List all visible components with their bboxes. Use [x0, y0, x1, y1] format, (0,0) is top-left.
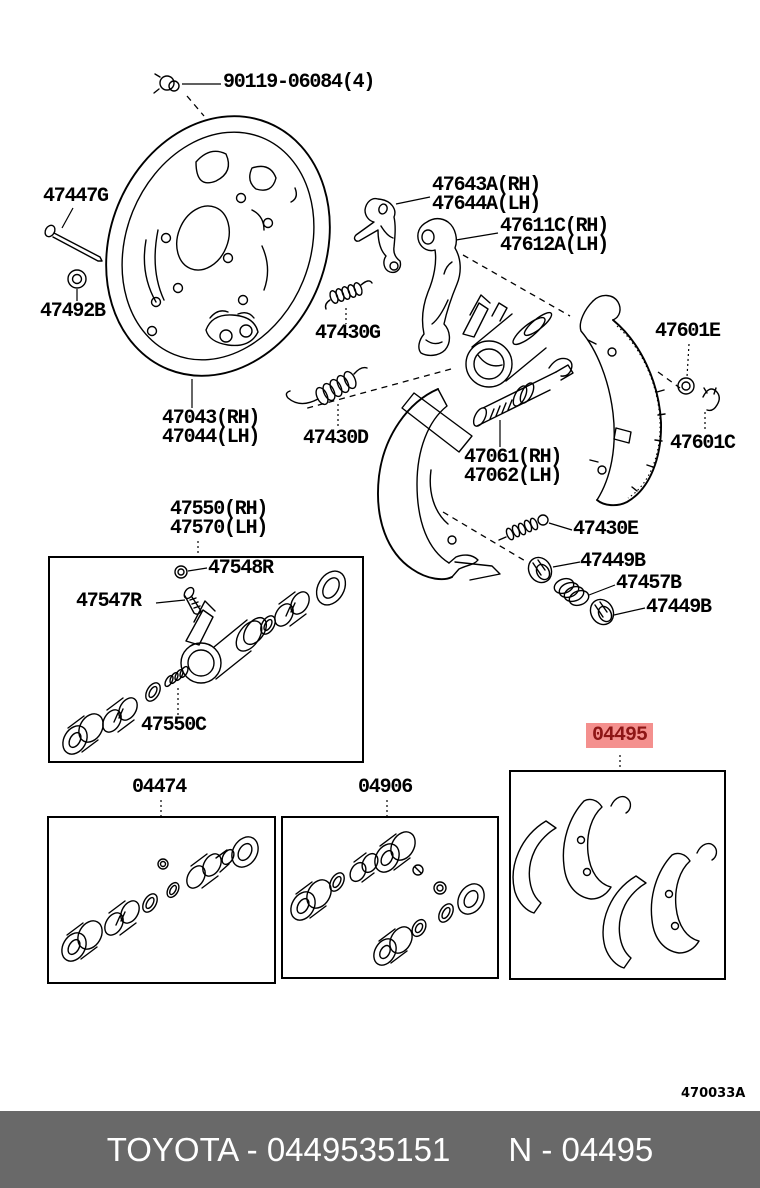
kit-box-04906 — [282, 817, 498, 978]
part-label-04906[interactable]: 04906 — [358, 776, 413, 799]
bolt-47447g-icon — [43, 224, 102, 261]
kit-04906-contents — [286, 828, 489, 970]
boot-47457b-icon — [552, 576, 591, 608]
footer-bar: TOYOTA - 0449535151 N - 04495 — [0, 1111, 760, 1188]
wheel-cylinder-47061-drawing — [463, 295, 554, 387]
screw-47430e-icon — [499, 515, 548, 541]
part-label-47601c[interactable]: 47601C — [670, 432, 736, 455]
kit-04495-contents — [513, 797, 716, 968]
part-label-47550-47570[interactable]: 47550(RH) 47570(LH) — [170, 498, 268, 540]
clip-47601c-icon — [703, 388, 719, 410]
spring-47430g-icon — [326, 281, 373, 309]
part-label-47547r[interactable]: 47547R — [76, 590, 142, 613]
footer-part-number: N - 04495 — [508, 1130, 654, 1168]
part-label-47447g[interactable]: 47447G — [43, 185, 109, 208]
part-label-47061-47062[interactable]: 47061(RH) 47062(LH) — [464, 446, 562, 488]
part-label-90119-06084[interactable]: 90119-06084(4) — [223, 71, 375, 94]
grommet-47492b-icon — [68, 270, 86, 288]
kit-box-04495 — [510, 771, 725, 979]
highlighted-part-label-04495[interactable]: 04495 — [586, 723, 654, 748]
part-label-47430d[interactable]: 47430D — [303, 427, 369, 450]
cap-47449b-2-icon — [586, 595, 618, 629]
part-label-47548r[interactable]: 47548R — [208, 557, 274, 580]
kit-box-47550 — [49, 557, 363, 762]
part-label-47550c[interactable]: 47550C — [141, 714, 207, 737]
part-label-47449b-2[interactable]: 47449B — [646, 596, 712, 619]
part-label-47430g[interactable]: 47430G — [315, 322, 381, 345]
part-label-04474[interactable]: 04474 — [132, 776, 187, 799]
spring-47430d-icon — [286, 368, 367, 407]
lever-47643a-drawing — [355, 199, 401, 273]
part-label-47492b[interactable]: 47492B — [40, 300, 106, 323]
part-label-47430e[interactable]: 47430E — [573, 518, 639, 541]
part-label-47043-47044[interactable]: 47043(RH) 47044(LH) — [162, 407, 260, 449]
adjuster-strut-drawing — [471, 358, 573, 428]
cap-47449b-1-icon — [524, 553, 556, 587]
figure-code: 470033A — [681, 1086, 746, 1101]
footer-brand-part-number: TOYOTA - 0449535151 — [106, 1130, 451, 1168]
brake-shoe-right-drawing — [580, 295, 665, 505]
part-label-47601e[interactable]: 47601E — [655, 320, 721, 343]
brake-shoe-left-drawing — [378, 389, 500, 580]
part-label-47457b[interactable]: 47457B — [616, 572, 682, 595]
hub-bolt-icon — [154, 74, 179, 93]
part-label-47449b-1[interactable]: 47449B — [580, 550, 646, 573]
lever-47611c-drawing — [418, 219, 460, 356]
ering-47601e-icon — [678, 378, 694, 394]
part-label-47611c-47612a[interactable]: 47611C(RH) 47612A(LH) — [500, 215, 609, 257]
kit-box-04474 — [48, 817, 275, 983]
kit-47550-contents — [58, 566, 351, 759]
kit-04474-contents — [57, 832, 263, 965]
part-label-47643a-47644a[interactable]: 47643A(RH) 47644A(LH) — [432, 174, 541, 216]
backing-plate-drawing — [68, 82, 368, 410]
